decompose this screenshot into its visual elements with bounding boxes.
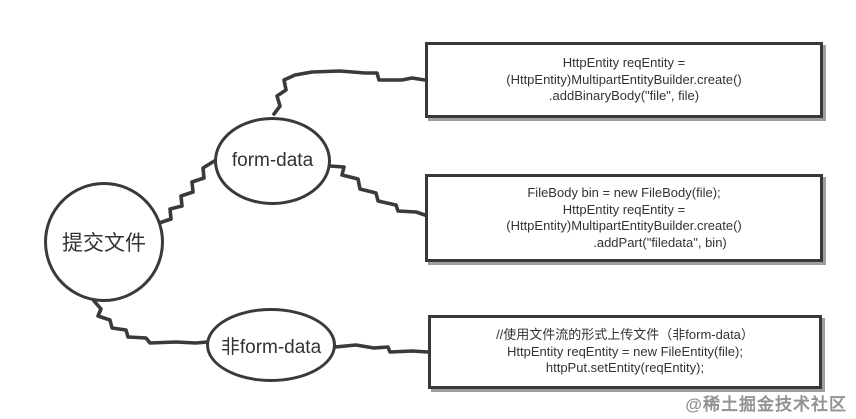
connector-formdata-to-box1	[272, 69, 427, 116]
watermark: @稀土掘金技术社区	[685, 395, 847, 414]
code-line: httpPut.setEntity(reqEntity);	[545, 360, 705, 376]
node-form-data-label: form-data	[231, 150, 314, 171]
code-line: FileBody bin = new FileBody(file);	[527, 185, 721, 200]
connector-root-to-nonformdata	[92, 299, 209, 345]
connector-nonformdata-to-box3	[333, 343, 430, 354]
code-line: (HttpEntity)MultipartEntityBuilder.creat…	[506, 71, 742, 87]
node-submit-file-label: 提交文件	[62, 232, 146, 255]
code-line: HttpEntity reqEntity =	[562, 55, 686, 71]
code-line: .addBinaryBody("file", file)	[548, 88, 700, 104]
code-box-add-binary-body: HttpEntity reqEntity = (HttpEntity)Multi…	[425, 42, 823, 118]
code-line: HttpEntity reqEntity = new FileEntity(fi…	[507, 343, 743, 359]
node-form-data: form-data	[214, 117, 331, 205]
code-line: (HttpEntity)MultipartEntityBuilder.creat…	[506, 218, 742, 233]
code-line: HttpEntity reqEntity =	[562, 201, 686, 217]
connector-root-to-formdata	[157, 158, 218, 225]
code-box-file-entity: //使用文件流的形式上传文件（非form-data） HttpEntity re…	[428, 315, 822, 389]
code-box-add-part: FileBody bin = new FileBody(file); HttpE…	[425, 174, 823, 262]
node-non-form-data-label: 非form-data	[220, 336, 322, 358]
node-submit-file: 提交文件	[44, 182, 164, 302]
node-non-form-data: 非form-data	[206, 308, 336, 382]
code-line: //使用文件流的形式上传文件（非form-data）	[496, 327, 754, 343]
code-line: .addPart("filedata", bin)	[593, 234, 727, 250]
connector-formdata-to-box2	[328, 164, 427, 217]
